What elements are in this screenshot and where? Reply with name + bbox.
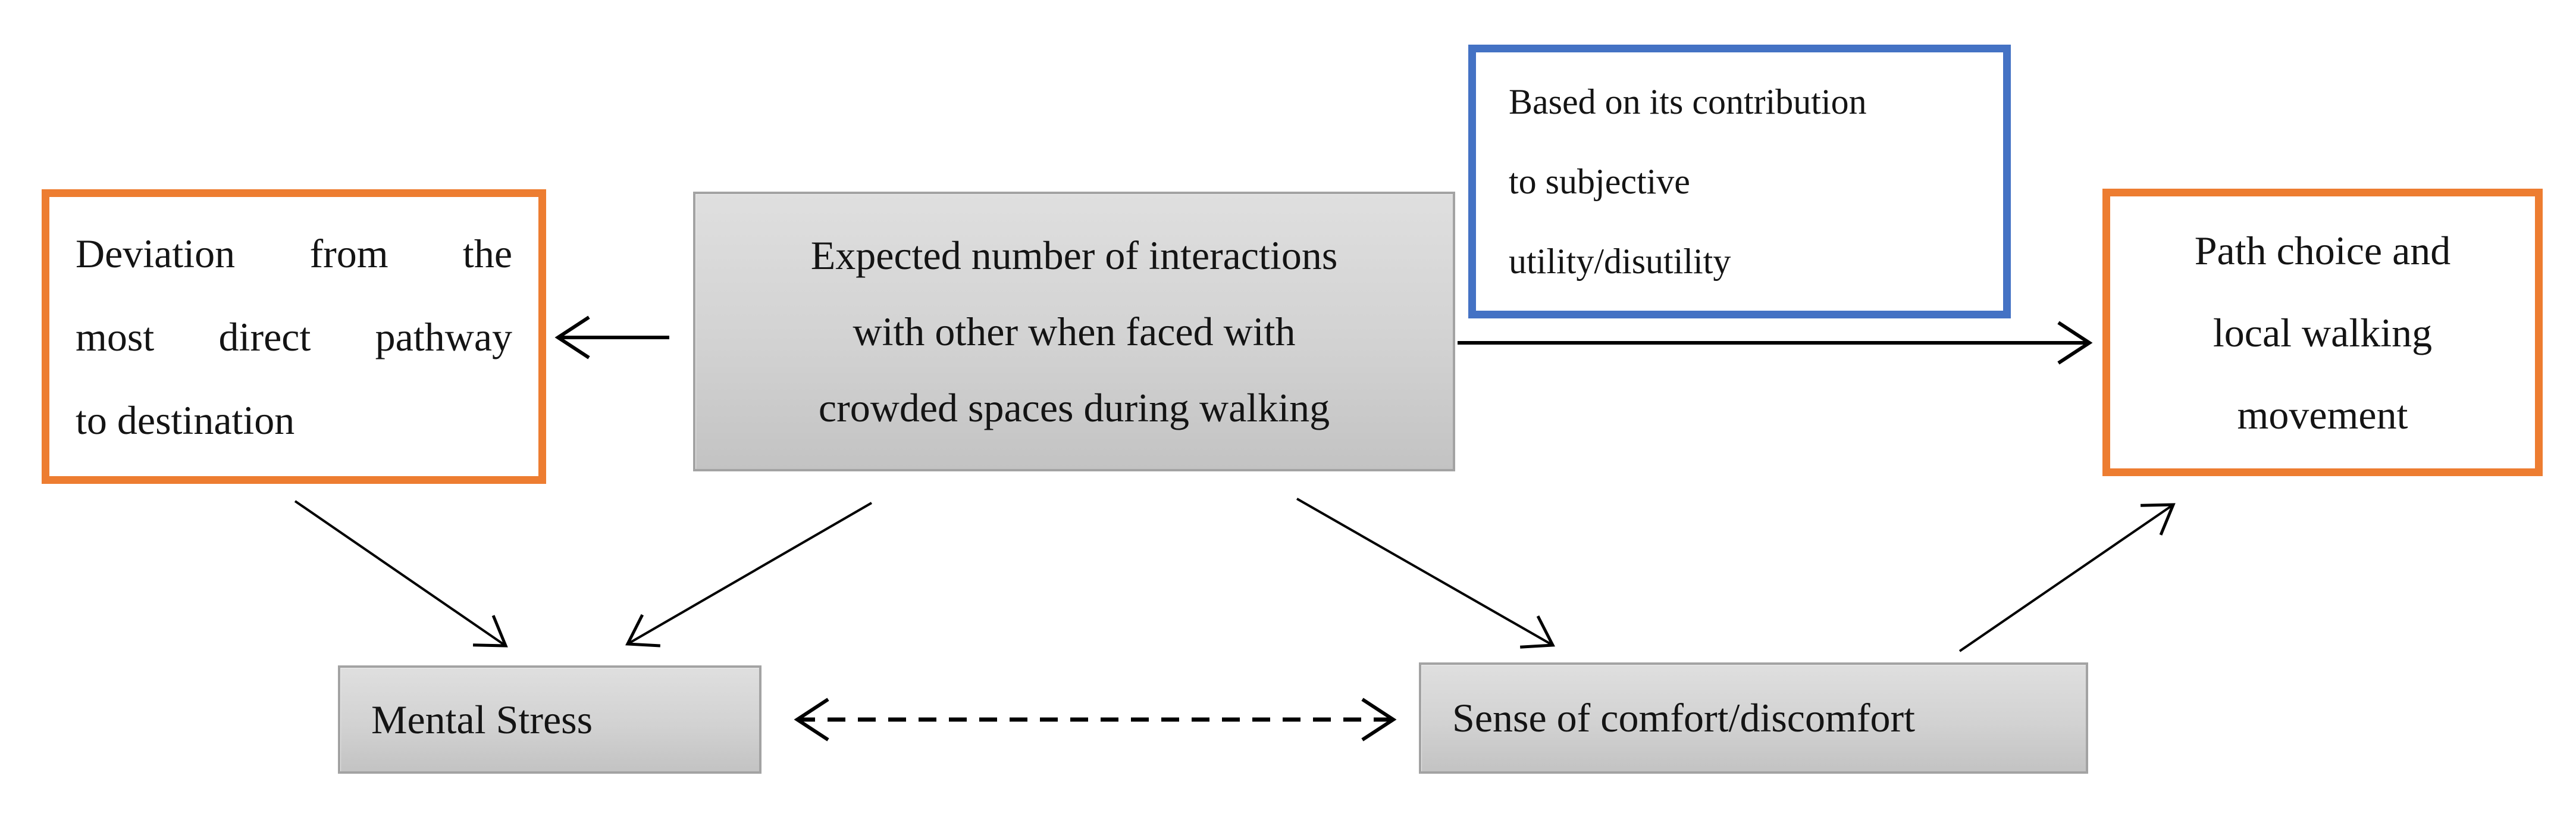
deviation-line-1: Deviation from the xyxy=(76,230,512,276)
path-choice-line-3: movement xyxy=(2237,392,2408,437)
mental-stress-box: Mental Stress xyxy=(338,665,761,774)
path-choice-line-2: local walking xyxy=(2213,309,2433,355)
deviation-line-2: most direct pathway xyxy=(76,314,512,359)
arrow-expected-to-mental-stress xyxy=(625,502,873,648)
expected-line-1: Expected number of interactions xyxy=(810,233,1338,278)
mental-stress-label: Mental Stress xyxy=(371,696,593,742)
expected-line-2: with other when faced with xyxy=(853,309,1296,354)
path-choice-box: Path choice and local walking movement xyxy=(2102,189,2543,476)
deviation-from-pathway-box: Deviation from the most direct pathway t… xyxy=(42,189,546,484)
arrow-expected-to-comfort xyxy=(1296,498,1555,649)
expected-line-3: crowded spaces during walking xyxy=(818,385,1330,430)
contribution-line-2: to subjective xyxy=(1509,162,1690,201)
subjective-utility-note-box: Based on its contribution to subjective … xyxy=(1468,45,2011,318)
path-choice-line-1: Path choice and xyxy=(2194,227,2451,273)
arrow-comfort-to-path-choice xyxy=(1958,503,2176,652)
contribution-line-1: Based on its contribution xyxy=(1509,82,1867,121)
sense-of-comfort-label: Sense of comfort/discomfort xyxy=(1452,695,1916,740)
contribution-line-3: utility/disutility xyxy=(1509,242,1731,281)
sense-of-comfort-box: Sense of comfort/discomfort xyxy=(1419,662,2088,774)
arrow-deviation-to-mental-stress xyxy=(294,500,508,648)
deviation-line-3: to destination xyxy=(76,397,295,443)
expected-interactions-box: Expected number of interactions with oth… xyxy=(693,192,1455,471)
